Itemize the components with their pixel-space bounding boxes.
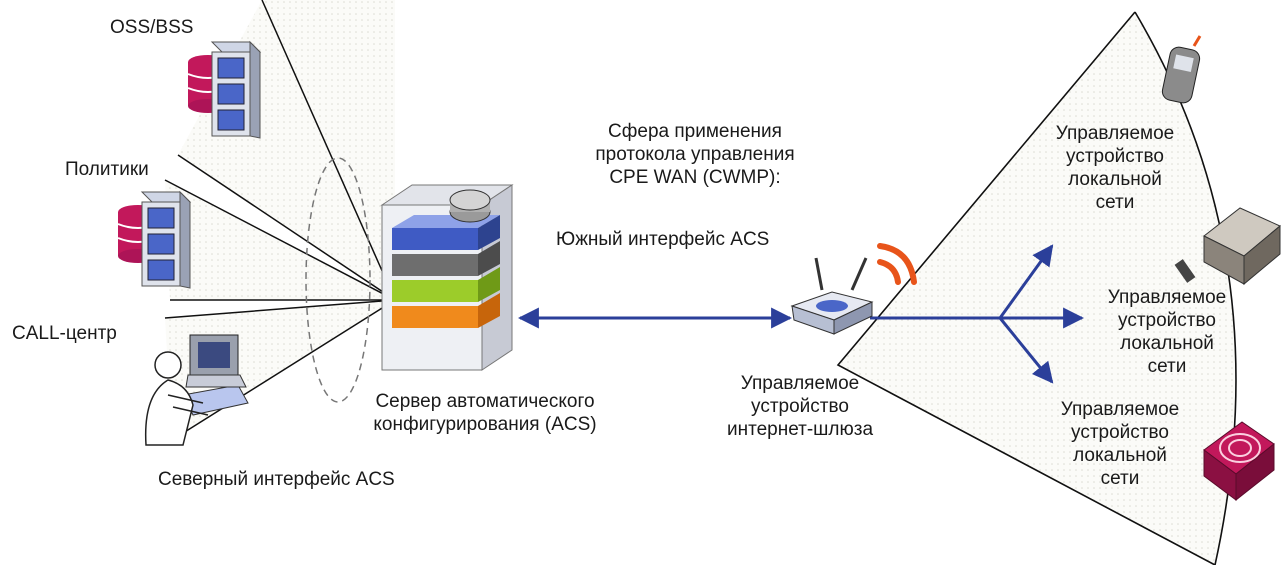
cwmp-scope-label: Сфера применения протокола управления CP… [540,120,850,189]
lan-bot-line2: устройство [1071,422,1169,443]
set-top-box-icon [1174,207,1281,286]
operator-workstation-icon [144,334,249,446]
lan-device-label-top: Управляемое устройство локальной сети [1030,122,1200,214]
lan-top-line1: Управляемое [1055,123,1175,144]
server-rack-icon [187,40,262,139]
lan-top-line3: локальной [1068,169,1162,190]
call-center-label: CALL-центр [12,323,117,344]
lan-bot-line1: Управляемое [1060,399,1180,420]
mobile-phone-icon [1161,35,1202,104]
gateway-line1: Управляемое [740,373,860,394]
lan-mid-line2: устройство [1118,310,1216,331]
acs-label: Сервер автоматического конфигурирования … [330,390,640,436]
scope-line3: CPE WAN (CWMP): [609,167,781,188]
gateway-line3: интернет-шлюза [726,419,874,440]
southbound-interface-label: Южный интерфейс ACS [556,229,770,250]
lan-arrows [870,244,1085,384]
lan-bot-line3: локальной [1073,445,1167,466]
wifi-signal-icon [877,243,917,285]
wireless-router-icon [790,257,874,335]
lan-bot-line4: сети [1100,468,1140,489]
server-rack-icon [117,190,192,289]
gateway-line2: устройство [751,396,849,417]
policies-label: Политики [65,159,149,180]
scope-line2: протокола управления [595,144,795,165]
lan-top-line4: сети [1095,192,1135,213]
lan-mid-line1: Управляемое [1107,287,1227,308]
lan-device-label-middle: Управляемое устройство локальной сети [1082,286,1252,378]
lan-top-line2: устройство [1066,146,1164,167]
acs-label-line2: конфигурирования (ACS) [373,414,597,435]
acs-label-line1: Сервер автоматического [375,391,595,412]
lan-mid-line4: сети [1147,356,1187,377]
scope-line1: Сфера применения [608,121,782,142]
speaker-device-icon [1203,421,1275,502]
oss-bss-label: OSS/BSS [110,17,194,38]
gateway-label: Управляемое устройство интернет-шлюза [700,372,900,441]
acs-server-stack-icon [380,184,514,371]
lan-device-label-bottom: Управляемое устройство локальной сети [1035,398,1205,490]
northbound-boundary [305,157,371,403]
northbound-interface-label: Северный интерфейс ACS [158,469,395,490]
lan-mid-line3: локальной [1120,333,1214,354]
